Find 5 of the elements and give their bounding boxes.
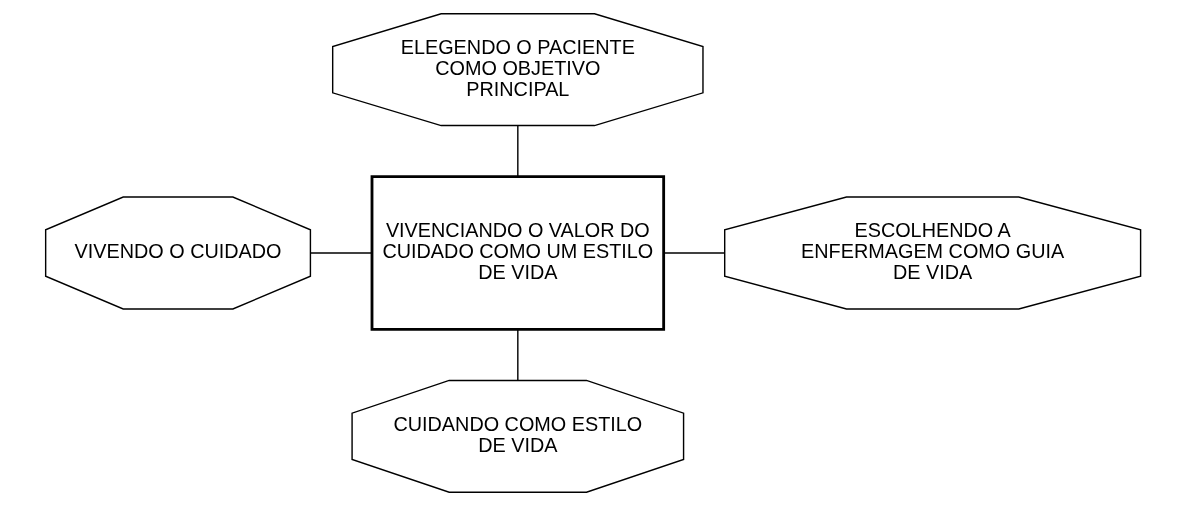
connector [662, 252, 726, 254]
connector [310, 252, 373, 254]
connector [517, 329, 519, 381]
node-box: VIVENCIANDO O VALOR DO CUIDADO COMO UM ESTILO DE VIDA [370, 175, 666, 331]
connector [517, 125, 519, 178]
